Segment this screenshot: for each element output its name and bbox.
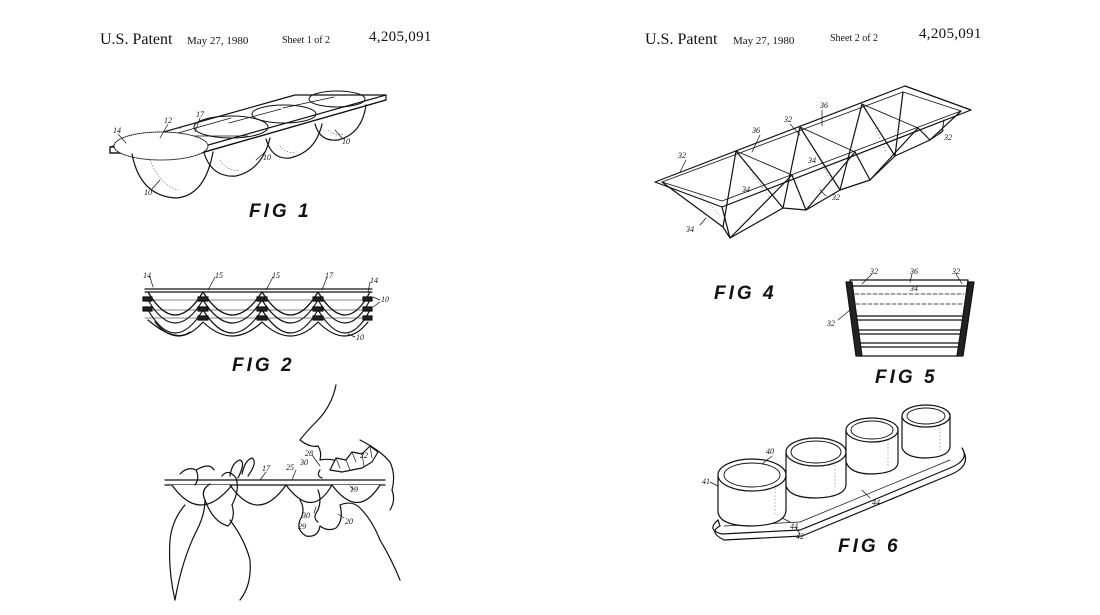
fig6-ref: 42 [796,532,804,541]
sheet-1: U.S. Patent May 27, 1980 Sheet 1 of 2 4,… [100,29,432,48]
fig6-ref: 44 [790,522,798,531]
fig4-ref: 34 [685,225,694,234]
fig3-ref: 28 [305,449,313,458]
sheet-2: U.S. Patent May 27, 1980 Sheet 2 of 2 4,… [550,0,1100,615]
fig4-ref: 36 [819,101,828,110]
fig1-drawing [109,90,387,199]
fig3-ref: 25 [286,463,294,472]
fig2-drawing [142,276,381,338]
fig3-ref: 20 [345,517,353,526]
fig1-ref: 10 [144,188,152,197]
fig4-ref: 32 [831,193,840,202]
patent-number: 4,205,091 [919,26,982,42]
patent-date: May 27, 1980 [733,35,795,47]
fig5-ref: 32 [826,319,835,328]
fig1-ref: 10 [342,137,350,146]
fig2-ref: 15 [272,271,280,280]
fig2-label: FIG 2 [232,355,295,376]
fig5-label: FIG 5 [875,367,938,388]
fig6-ref: 40 [766,447,774,456]
fig5-ref: 32 [951,267,960,276]
patent-date: May 27, 1980 [187,35,249,47]
fig4-ref: 34 [807,156,816,165]
patent-label: U.S. Patent [100,31,173,48]
fig3-drawing [164,384,401,601]
sheet-number: Sheet 1 of 2 [282,35,331,46]
fig6-ref: 44 [872,498,880,507]
fig6-label: FIG 6 [838,536,901,557]
fig3-ref: 22 [360,451,368,460]
fig5-drawing [837,273,975,357]
fig3-ref: 17 [262,464,271,473]
fig5-ref: 34 [909,284,918,293]
fig1-label: FIG 1 [249,201,312,222]
fig3-ref: 29 [298,522,306,531]
fig2-ref: 14 [370,276,378,285]
fig4-ref: 36 [751,126,760,135]
fig2-ref: 14 [143,271,151,280]
fig4-ref: 34 [741,185,750,194]
fig4-ref: 32 [943,133,952,142]
fig3-ref: 30 [301,511,310,520]
fig2-ref: 10 [356,333,364,342]
fig4-label: FIG 4 [714,283,777,304]
fig6-drawing [709,404,967,541]
sheet-number: Sheet 2 of 2 [830,33,879,44]
fig1-ref: 17 [196,110,205,119]
fig2-ref: 17 [325,271,334,280]
fig4-ref: 32 [783,115,792,124]
fig1-ref: 10 [263,153,271,162]
fig2-ref: 10 [381,295,389,304]
patent-label: U.S. Patent [645,31,718,48]
fig4-ref: 32 [677,151,686,160]
fig2-ref: 15 [215,271,223,280]
fig1-ref: 14 [113,126,121,135]
fig4-drawing [654,85,972,239]
patent-number: 4,205,091 [369,29,432,45]
fig1-ref: 12 [164,116,172,125]
fig5-ref: 36 [909,267,918,276]
fig3-ref: 19 [350,485,358,494]
fig6-ref: 41 [702,477,710,486]
fig3-ref: 30 [299,458,308,467]
fig5-ref: 32 [869,267,878,276]
